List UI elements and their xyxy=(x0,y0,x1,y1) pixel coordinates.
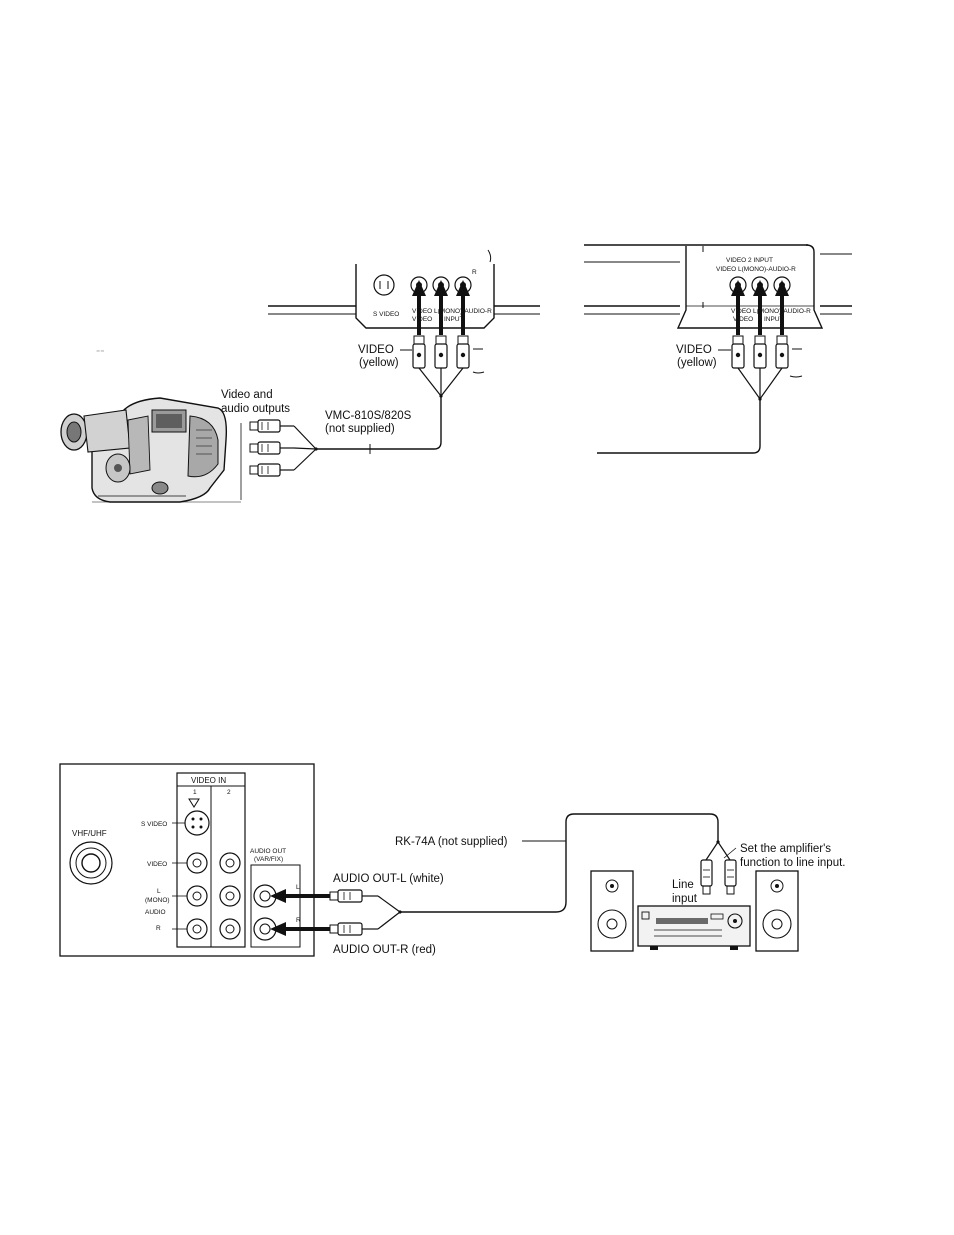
tv1-s-video-label: S VIDEO xyxy=(373,311,399,318)
audio-r-in-1-jack xyxy=(186,918,208,940)
tv2-cable xyxy=(597,399,761,454)
tv1-input-label: INPUT xyxy=(444,316,464,323)
vmc-cable-model: VMC-810S/820S xyxy=(325,410,412,422)
video-in-2-jack xyxy=(219,852,241,874)
camcorder-illustration xyxy=(60,397,228,503)
s-video-in-label: S VIDEO xyxy=(141,821,167,828)
audio-out-l-mark: L xyxy=(296,884,300,891)
tv1-audio-r-plug xyxy=(456,335,470,369)
video-in-col-2: 2 xyxy=(227,789,231,796)
tv2-input-label: INPUT xyxy=(764,316,784,323)
video-in-title: VIDEO IN xyxy=(191,776,226,785)
tv1-video-plug-color: (yellow) xyxy=(359,357,399,369)
tv1-video-sub-label: VIDEO xyxy=(412,316,432,323)
tv2-plugs xyxy=(718,335,803,401)
audio-out-var-fix: (VAR/FIX) xyxy=(254,856,283,863)
line-input-line1: Line xyxy=(672,879,694,891)
audio-r-label: R xyxy=(156,925,161,932)
tv2-video-plug-color: (yellow) xyxy=(677,357,717,369)
audio-l-in-1-jack xyxy=(186,885,208,907)
audio-l-in-2-jack xyxy=(219,885,241,907)
tv2-panel-subtitle: VIDEO L(MONO)-AUDIO-R xyxy=(716,266,796,273)
audio-l-label: L xyxy=(157,888,161,895)
audio-out-plugs xyxy=(329,889,402,936)
tv2-audio-r-plug xyxy=(775,335,789,369)
vhf-uhf-label: VHF/UHF xyxy=(72,829,107,838)
camcorder-connection-diagram: S VIDEO VIDEO L(MONO)-AUDIO-R VIDEO INPU… xyxy=(60,249,540,503)
audio-out-diagram: VHF/UHF VIDEO IN 1 2 S VIDEO VIDEO L (MO… xyxy=(59,763,846,957)
tv1-panel: S VIDEO VIDEO L(MONO)-AUDIO-R VIDEO INPU… xyxy=(268,249,540,329)
audio-out-l-caption: AUDIO OUT-L (white) xyxy=(333,873,444,885)
tv1-video-plug xyxy=(412,335,426,369)
tv2-video-sub-label: VIDEO xyxy=(733,316,753,323)
camcorder-outputs-label-2: audio outputs xyxy=(221,403,290,415)
amp-note-line2: function to line input. xyxy=(740,857,846,869)
s-video-jack xyxy=(373,274,395,296)
right-speaker xyxy=(755,870,799,952)
video-in-label: VIDEO xyxy=(147,861,167,868)
vmc-cable-note: (not supplied) xyxy=(325,423,395,435)
line-input-line2: input xyxy=(672,893,698,905)
audio-mono-label: (MONO) xyxy=(145,897,170,904)
tv2-insert-arrows xyxy=(731,280,789,335)
tv2-video-label: VIDEO xyxy=(731,308,751,315)
tv1-video-plug-label: VIDEO xyxy=(358,344,394,356)
rk74a-cable xyxy=(400,813,719,913)
s-video-in-jack xyxy=(184,810,210,836)
amp-side-plugs xyxy=(700,840,737,895)
tv2-video-plug xyxy=(731,335,745,369)
tv1-plugs xyxy=(400,335,485,398)
amplifier xyxy=(637,905,751,950)
amp-note-line1: Set the amplifier's xyxy=(740,843,831,855)
left-speaker xyxy=(590,870,634,952)
audio-r-in-2-jack xyxy=(219,918,241,940)
audio-out-r-caption: AUDIO OUT-R (red) xyxy=(333,944,436,956)
vhf-uhf-jack xyxy=(69,841,113,885)
tv1-video-label: VIDEO xyxy=(412,308,432,315)
tv2-audio-l-plug xyxy=(753,335,767,369)
audio-out-box xyxy=(250,864,301,948)
audio-out-r-mark: R xyxy=(296,917,301,924)
audio-out-label: AUDIO OUT xyxy=(250,848,286,855)
vmc-cable xyxy=(316,396,442,450)
rk74a-cable-label: RK-74A (not supplied) xyxy=(395,836,508,848)
tv2-connection-diagram: VIDEO 2 INPUT VIDEO L(MONO)-AUDIO-R VIDE… xyxy=(584,244,852,454)
tv2-panel: VIDEO 2 INPUT VIDEO L(MONO)-AUDIO-R VIDE… xyxy=(584,244,852,329)
stray-mark: ⁻⁻ xyxy=(96,348,104,357)
tv-rear-panel xyxy=(59,763,315,957)
audio-out-insert-arrows xyxy=(270,889,330,936)
tv1-insert-arrows xyxy=(412,280,470,335)
audio-label: AUDIO xyxy=(145,909,166,916)
tv1-audio-l-plug xyxy=(434,335,448,369)
video-in-col-1: 1 xyxy=(193,789,197,796)
video-in-1-jack xyxy=(186,852,208,874)
camcorder-side-plugs xyxy=(249,419,318,477)
tv1-r-mark: R xyxy=(472,269,477,276)
tv2-video-plug-label: VIDEO xyxy=(676,344,712,356)
camcorder-outputs-label-1: Video and xyxy=(221,389,273,401)
tv2-panel-title: VIDEO 2 INPUT xyxy=(726,257,773,264)
